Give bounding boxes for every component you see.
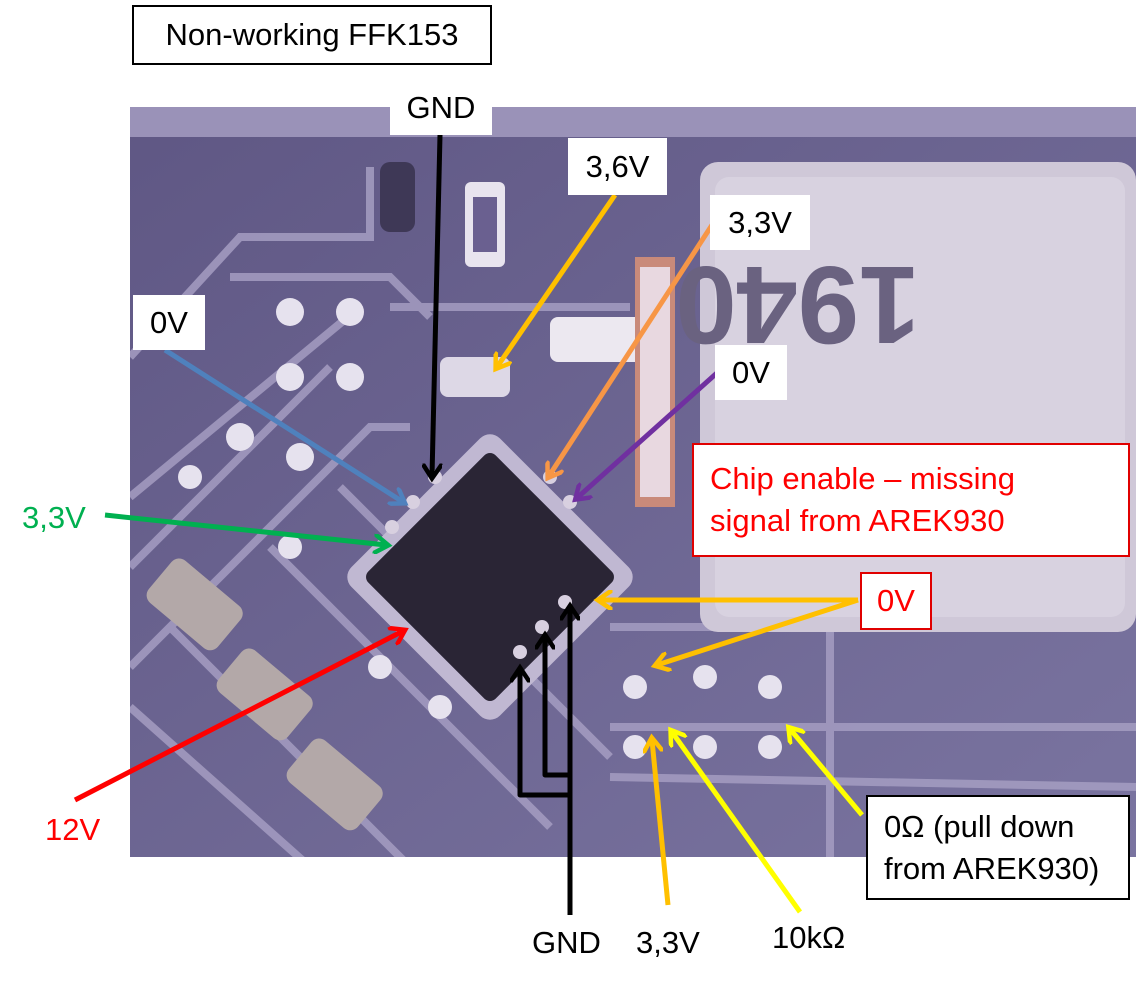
label-3v3-bottom: 3,3V	[636, 925, 700, 960]
arrow-0v-blue	[163, 347, 403, 502]
label-3v3-green: 3,3V	[22, 500, 86, 535]
label-12v: 12V	[45, 812, 101, 847]
label-3v3-orange: 3,3V	[710, 195, 810, 250]
arrow-3v3-orange	[549, 223, 715, 476]
pulldown-line1: 0Ω (pull down	[884, 808, 1075, 844]
label-0v-blue: 0V	[133, 295, 205, 350]
arrow-0v-purple	[577, 370, 720, 498]
arrow-3v3-bottom	[652, 740, 671, 906]
label-gnd-top: GND	[390, 80, 492, 135]
arrow-gnd-top	[432, 134, 443, 476]
pulldown-line2: from AREK930)	[884, 850, 1100, 886]
arrow-3v3-green	[104, 512, 386, 545]
label-0v-red: 0V	[860, 572, 932, 630]
title-box: Non-working FFK153	[132, 5, 492, 65]
arrow-12v	[73, 631, 403, 803]
arrow-0ohm	[790, 729, 864, 817]
label-3v6: 3,6V	[568, 138, 667, 195]
pulldown-note: 0Ω (pull down from AREK930)	[866, 795, 1130, 900]
arrow-gnd-bottom-b	[545, 637, 570, 778]
label-0v-purple: 0V	[715, 345, 787, 400]
chip-enable-line1: Chip enable – missing	[710, 461, 1016, 496]
arrow-3v6	[497, 193, 618, 367]
chip-enable-line2: signal from AREK930	[710, 503, 1005, 538]
arrow-0v-red-b	[657, 597, 859, 665]
label-10k: 10kΩ	[772, 920, 846, 955]
chip-enable-note: Chip enable – missing signal from AREK93…	[692, 443, 1130, 557]
arrow-10k	[672, 732, 803, 914]
label-gnd-bottom: GND	[532, 925, 601, 960]
